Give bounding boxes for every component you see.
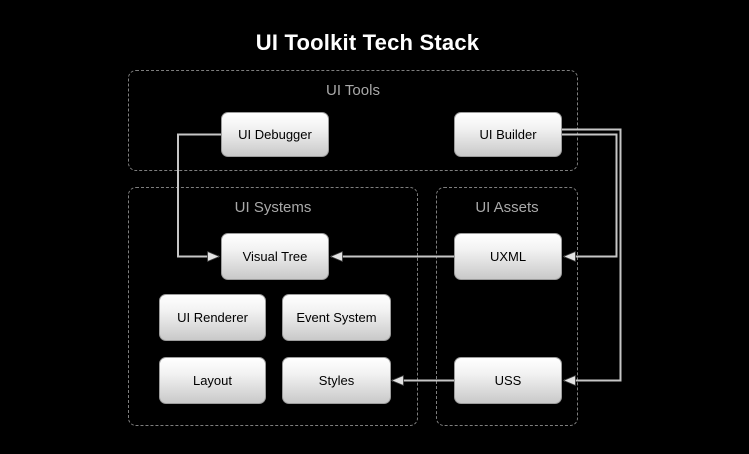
diagram-title: UI Toolkit Tech Stack — [255, 30, 480, 55]
node-uss: USS — [454, 357, 562, 404]
group-ui-tools: UI Tools — [128, 70, 578, 171]
node-styles: Styles — [282, 357, 391, 404]
node-ui-debugger: UI Debugger — [221, 112, 329, 157]
node-ui-renderer: UI Renderer — [159, 294, 266, 341]
node-styles-label: Styles — [318, 373, 355, 388]
node-layout-label: Layout — [192, 373, 233, 388]
node-ui-debugger-label: UI Debugger — [238, 127, 312, 142]
node-event-system-label: Event System — [296, 310, 377, 325]
node-uxml: UXML — [454, 233, 562, 280]
node-uss-label: USS — [494, 373, 522, 388]
group-ui-systems: UI Systems — [128, 187, 418, 426]
node-event-system: Event System — [282, 294, 391, 341]
node-layout: Layout — [159, 357, 266, 404]
node-ui-builder: UI Builder — [454, 112, 562, 157]
group-ui-tools-label: UI Tools — [326, 82, 380, 99]
node-visual-tree-label: Visual Tree — [242, 249, 308, 264]
group-ui-systems-label: UI Systems — [234, 199, 312, 216]
group-ui-assets-label: UI Assets — [475, 199, 539, 216]
node-uxml-label: UXML — [489, 249, 527, 264]
node-ui-builder-label: UI Builder — [479, 127, 537, 142]
node-ui-renderer-label: UI Renderer — [177, 310, 248, 325]
node-visual-tree: Visual Tree — [221, 233, 329, 280]
